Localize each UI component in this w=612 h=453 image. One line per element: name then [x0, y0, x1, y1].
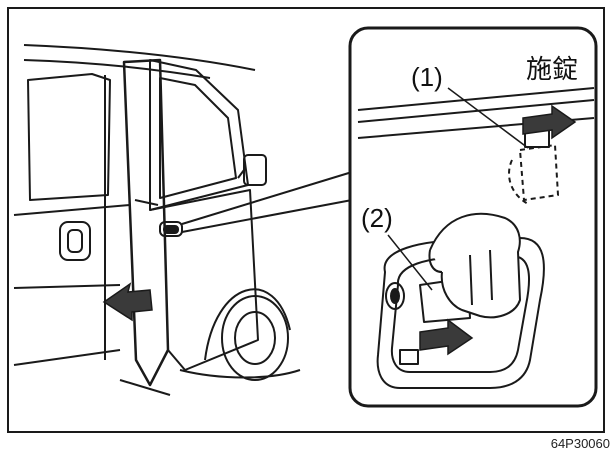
door-open-arrow-icon [102, 282, 153, 322]
van-body [13, 44, 301, 396]
thumb-icon [429, 212, 521, 319]
pull-direction-arrow-icon [419, 318, 474, 356]
figure-frame [7, 7, 605, 433]
lock-label: 施錠 [526, 55, 579, 85]
callout-leader-lines [181, 171, 353, 233]
lock-direction-arrow-icon [522, 104, 577, 140]
callout-label-1: (1) [411, 62, 443, 92]
callout-label-2: (2) [361, 203, 393, 233]
figure-id: 64P30060 [550, 436, 610, 451]
